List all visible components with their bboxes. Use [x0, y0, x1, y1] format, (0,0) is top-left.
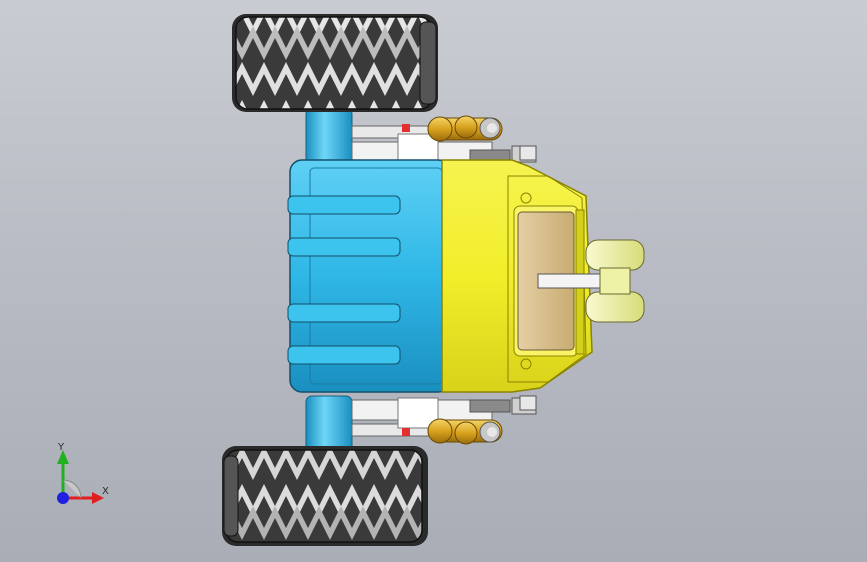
front-wheel-assembly[interactable]	[537, 239, 645, 323]
bottom-exhaust-pipes[interactable]	[427, 418, 503, 445]
axis-x-label: X	[102, 486, 109, 497]
coordinate-triad	[57, 450, 104, 504]
bottom-rear-tire[interactable]	[222, 446, 428, 546]
blue-body[interactable]	[287, 159, 451, 393]
axis-y-label: Y	[58, 442, 65, 453]
top-linkage[interactable]	[351, 124, 537, 165]
top-exhaust-pipes[interactable]	[427, 115, 503, 142]
top-rear-tire[interactable]	[232, 14, 438, 112]
